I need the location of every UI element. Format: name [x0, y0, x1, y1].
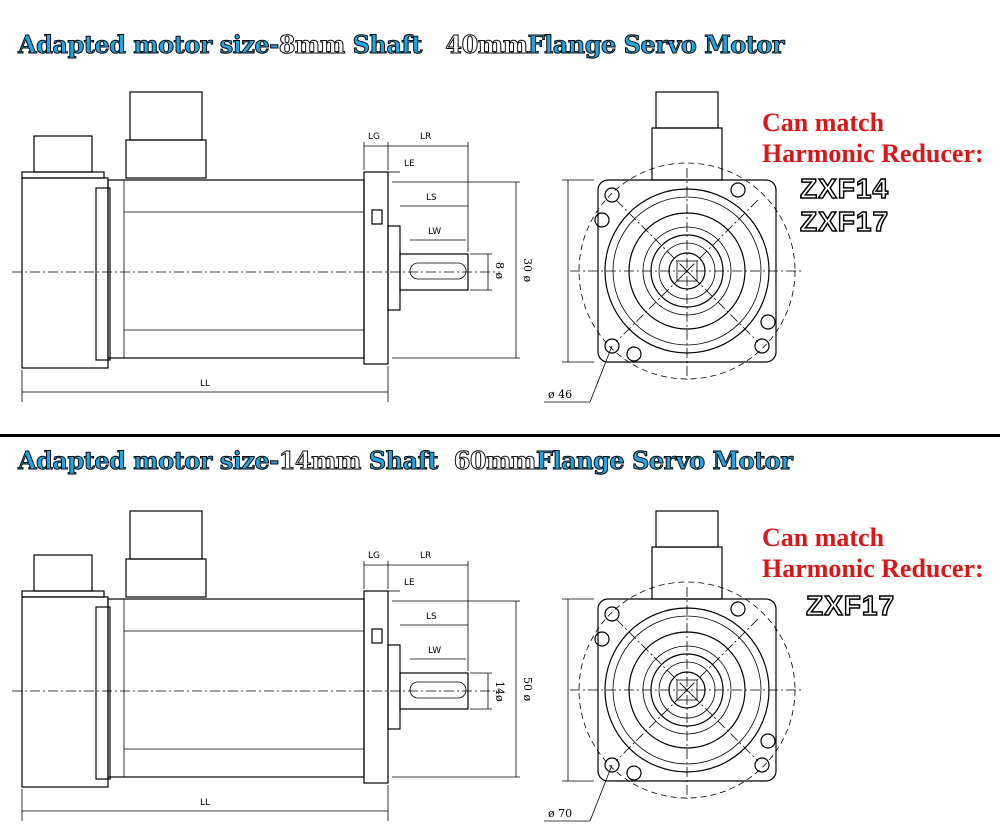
- spigot: [387, 225, 401, 311]
- reducer-list: ZXF17: [805, 589, 896, 622]
- mount-hole: [604, 606, 620, 622]
- motor-panel: Adapted motor size-8mm Shaft 40mmFlange …: [12, 30, 984, 403]
- mount-hole: [760, 314, 776, 330]
- encoder-cap: [21, 171, 105, 179]
- front-diagonal: [615, 199, 759, 343]
- mount-hole: [730, 601, 746, 617]
- front-flange: [363, 171, 389, 365]
- mount-hole: [604, 757, 620, 773]
- front-connector: [655, 91, 719, 129]
- reducer-model: ZXF17: [805, 589, 896, 622]
- shaft-keyway: [409, 681, 467, 699]
- mount-hole: [730, 182, 746, 198]
- ls-label: LS: [426, 612, 437, 622]
- mount-hole: [604, 187, 620, 203]
- side-view: [12, 91, 500, 369]
- mount-hole: [754, 757, 770, 773]
- motor-drawing: LG LR LE LS LW 14ø 50 ø LL: [12, 510, 804, 822]
- mount-hole: [604, 338, 620, 354]
- front-connector: [655, 510, 719, 548]
- encoder-connector: [33, 135, 93, 173]
- title-shaft-size: 14mm: [278, 446, 362, 476]
- shaft-diameter: 14ø: [493, 681, 506, 702]
- flange-diameter: ø 70: [548, 807, 572, 820]
- flange-diameter: ø 46: [548, 388, 572, 401]
- front-flange: [363, 590, 389, 784]
- flange-key: [371, 209, 383, 225]
- title-flange-size: 60mm: [438, 446, 537, 476]
- title-flange-word: Flange Servo Motor: [527, 30, 785, 60]
- front-view: ø 70: [544, 510, 804, 822]
- mount-hole: [760, 733, 776, 749]
- side-dimensions: LG LR LE LS LW 14ø 50 ø LL: [21, 551, 534, 821]
- ll-label: LL: [200, 379, 210, 389]
- encoder-housing: [21, 596, 109, 788]
- top-connector: [129, 510, 203, 560]
- harmonic-reducer-line: Harmonic Reducer:: [762, 139, 984, 168]
- lw-label: LW: [428, 227, 441, 237]
- lr-label: LR: [420, 132, 431, 142]
- top-connector: [129, 91, 203, 141]
- mount-hole: [594, 212, 610, 228]
- lw-label: LW: [428, 646, 441, 656]
- top-connector-base: [125, 558, 207, 598]
- top-connector-base: [125, 139, 207, 179]
- flange-dia-leader: [589, 764, 613, 822]
- mount-hole: [626, 346, 642, 362]
- encoder-connector: [33, 554, 93, 592]
- motor-drawing: LG LR LE LS LW 8 ø 30 ø LL: [12, 91, 804, 403]
- motor-panel: Adapted motor size-14mm Shaft 60mmFlange…: [0, 419, 1000, 838]
- front-view: ø 46: [544, 91, 804, 403]
- reducer-model: ZXF14: [799, 172, 890, 205]
- front-diagonal: [615, 618, 759, 762]
- title-flange-word: Flange Servo Motor: [535, 446, 793, 476]
- rear-flange: [95, 187, 111, 361]
- flange-key: [371, 628, 383, 644]
- shaft-diameter: 8 ø: [493, 262, 506, 279]
- panel-divider: [0, 434, 1000, 437]
- can-match-line: Can match: [762, 108, 885, 137]
- title-part-1: Adapted motor size-: [18, 30, 280, 60]
- motor-body: [107, 179, 365, 359]
- lg-label: LG: [368, 132, 380, 142]
- side-dimensions: LG LR LE LS LW 8 ø 30 ø LL: [21, 132, 534, 402]
- title-shaft-word: Shaft: [344, 30, 423, 60]
- mount-hole: [754, 338, 770, 354]
- mount-hole: [594, 631, 610, 647]
- can-match-line: Can match: [762, 523, 885, 552]
- title-shaft-word: Shaft: [360, 446, 439, 476]
- lr-label: LR: [420, 551, 431, 561]
- le-label: LE: [404, 578, 415, 588]
- ll-label: LL: [200, 798, 210, 808]
- panel-title: Adapted motor size-8mm Shaft 40mmFlange …: [18, 30, 786, 60]
- panel-title: Adapted motor size-14mm Shaft 60mmFlange…: [18, 446, 794, 476]
- title-shaft-size: 8mm: [278, 30, 346, 60]
- le-label: LE: [404, 159, 415, 169]
- mount-hole: [626, 765, 642, 781]
- encoder-housing: [21, 177, 109, 369]
- encoder-cap: [21, 590, 105, 598]
- body-diameter: 30 ø: [521, 258, 534, 282]
- front-diagonal: [615, 618, 759, 762]
- ls-label: LS: [426, 193, 437, 203]
- rear-flange: [95, 606, 111, 780]
- motor-body: [107, 598, 365, 778]
- lg-label: LG: [368, 551, 380, 561]
- front-diagonal: [615, 199, 759, 343]
- title-flange-size: 40mm: [421, 30, 529, 60]
- spigot: [387, 644, 401, 730]
- harmonic-reducer-line: Harmonic Reducer:: [762, 554, 984, 583]
- reducer-model: ZXF17: [799, 205, 890, 238]
- title-part-1: Adapted motor size-: [18, 446, 280, 476]
- body-diameter: 50 ø: [521, 677, 534, 701]
- shaft-keyway: [409, 262, 467, 280]
- side-view: [12, 510, 500, 788]
- flange-dia-leader: [589, 345, 613, 403]
